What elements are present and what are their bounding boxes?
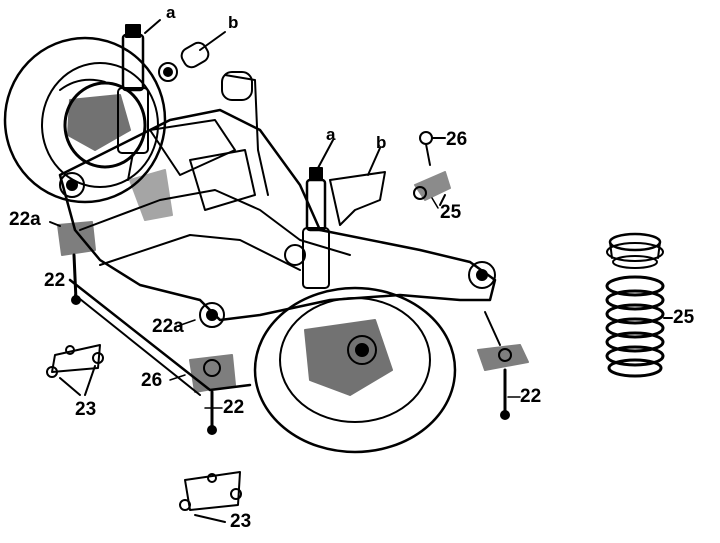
bottom-link-23 bbox=[179, 471, 242, 523]
label-a-left: a bbox=[166, 3, 176, 22]
label-22a-mid: 22a bbox=[152, 316, 184, 337]
right-wheel bbox=[253, 286, 457, 454]
label-23-bottom: 23 bbox=[230, 511, 252, 532]
label-b-left: b bbox=[228, 13, 239, 32]
rear-subframe bbox=[58, 71, 497, 396]
label-23-left: 23 bbox=[75, 399, 97, 420]
left-shock-absorber bbox=[117, 19, 161, 181]
label-22a-left: 22a bbox=[9, 209, 41, 230]
label-26-bottom: 26 bbox=[141, 370, 163, 391]
label-25-spring: 25 bbox=[673, 307, 695, 328]
left-bracket-b bbox=[158, 31, 226, 82]
coil-spring-25 bbox=[605, 232, 673, 378]
right-shock-absorber bbox=[302, 139, 334, 289]
label-26-top: 26 bbox=[446, 129, 468, 150]
subframe-bushings bbox=[59, 172, 496, 328]
right-bracket-b bbox=[329, 147, 386, 226]
label-a-right: a bbox=[326, 125, 336, 144]
label-22-right: 22 bbox=[520, 386, 542, 407]
left-mount-22a bbox=[49, 221, 96, 305]
label-b-right: b bbox=[376, 133, 387, 152]
top-bolt-and-bushing bbox=[413, 131, 451, 206]
label-25-top: 25 bbox=[440, 202, 462, 223]
left-wheel bbox=[3, 36, 167, 204]
center-mount bbox=[189, 354, 236, 435]
left-link-23 bbox=[46, 344, 104, 396]
label-22-bottom: 22 bbox=[223, 397, 245, 418]
label-22-left: 22 bbox=[44, 270, 66, 291]
right-mount bbox=[477, 311, 529, 420]
leader-lines bbox=[74, 197, 521, 409]
